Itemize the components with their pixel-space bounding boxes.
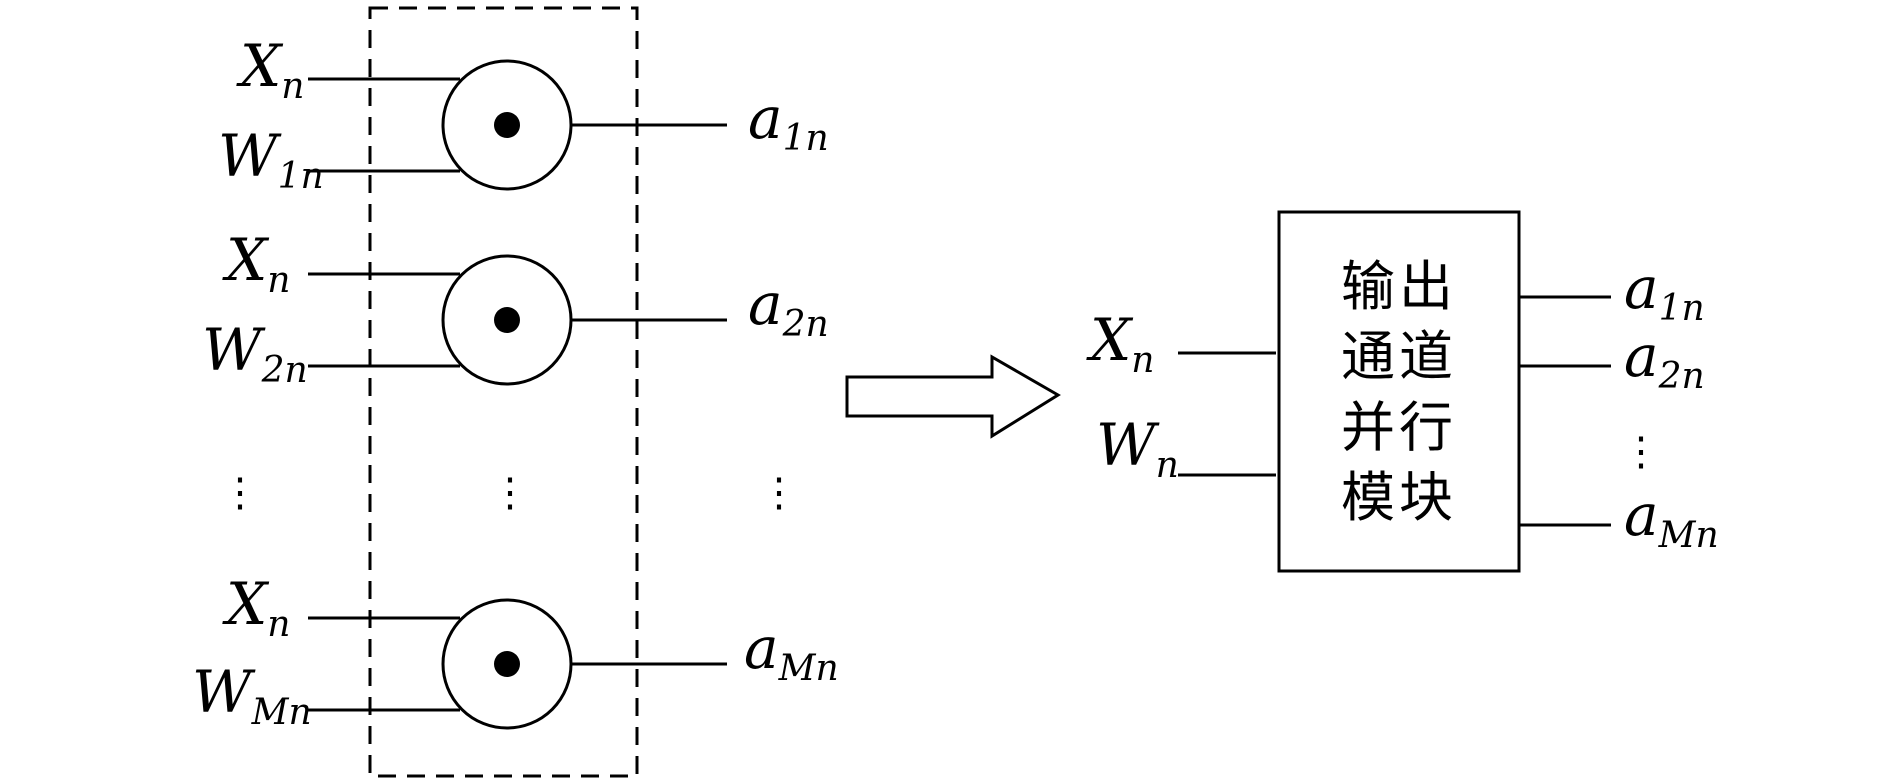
output-a-label: a2n [748, 270, 829, 345]
multiplier-unit-1: Xn W1n a1n [218, 32, 829, 197]
input-w-label: W1n [218, 122, 324, 197]
transform-arrow-icon [845, 354, 1061, 439]
module-input-x-label: Xn [1086, 306, 1154, 381]
ellipsis-module-outputs: ⋮ [1621, 429, 1661, 475]
module-output-a2-label: a2n [1624, 322, 1705, 397]
ellipsis-inputs: ⋮ [220, 470, 260, 516]
input-x-label: Xn [222, 570, 290, 645]
multiplier-unit-2: Xn W2n a2n [202, 226, 829, 391]
multiplier-dot [494, 307, 520, 333]
dashed-group-box [368, 6, 639, 778]
ellipsis-outputs: ⋮ [759, 470, 799, 516]
module-box [1277, 210, 1521, 573]
ellipsis-multipliers: ⋮ [490, 470, 530, 516]
input-x-label: Xn [222, 226, 290, 301]
output-a-label: a1n [748, 84, 829, 159]
input-w-label: W2n [202, 316, 308, 391]
parallel-module: 输出 通道 并行 模块 Xn Wn a1n a2n ⋮ aMn [1086, 210, 1719, 573]
multiplier-dot [494, 112, 520, 138]
module-text-line2: 通道 [1341, 325, 1457, 388]
module-text-line1: 输出 [1341, 255, 1457, 318]
input-w-label: WMn [192, 658, 312, 733]
module-text-line3: 并行 [1341, 396, 1457, 459]
module-output-a1-label: a1n [1624, 254, 1705, 329]
module-input-w-label: Wn [1096, 411, 1179, 486]
input-x-label: Xn [236, 32, 304, 107]
module-output-am-label: aMn [1624, 481, 1719, 556]
multiplier-dot [494, 651, 520, 677]
module-text-line4: 模块 [1341, 466, 1457, 529]
output-a-label: aMn [744, 614, 839, 689]
multiplier-unit-m: Xn WMn aMn [192, 570, 839, 733]
